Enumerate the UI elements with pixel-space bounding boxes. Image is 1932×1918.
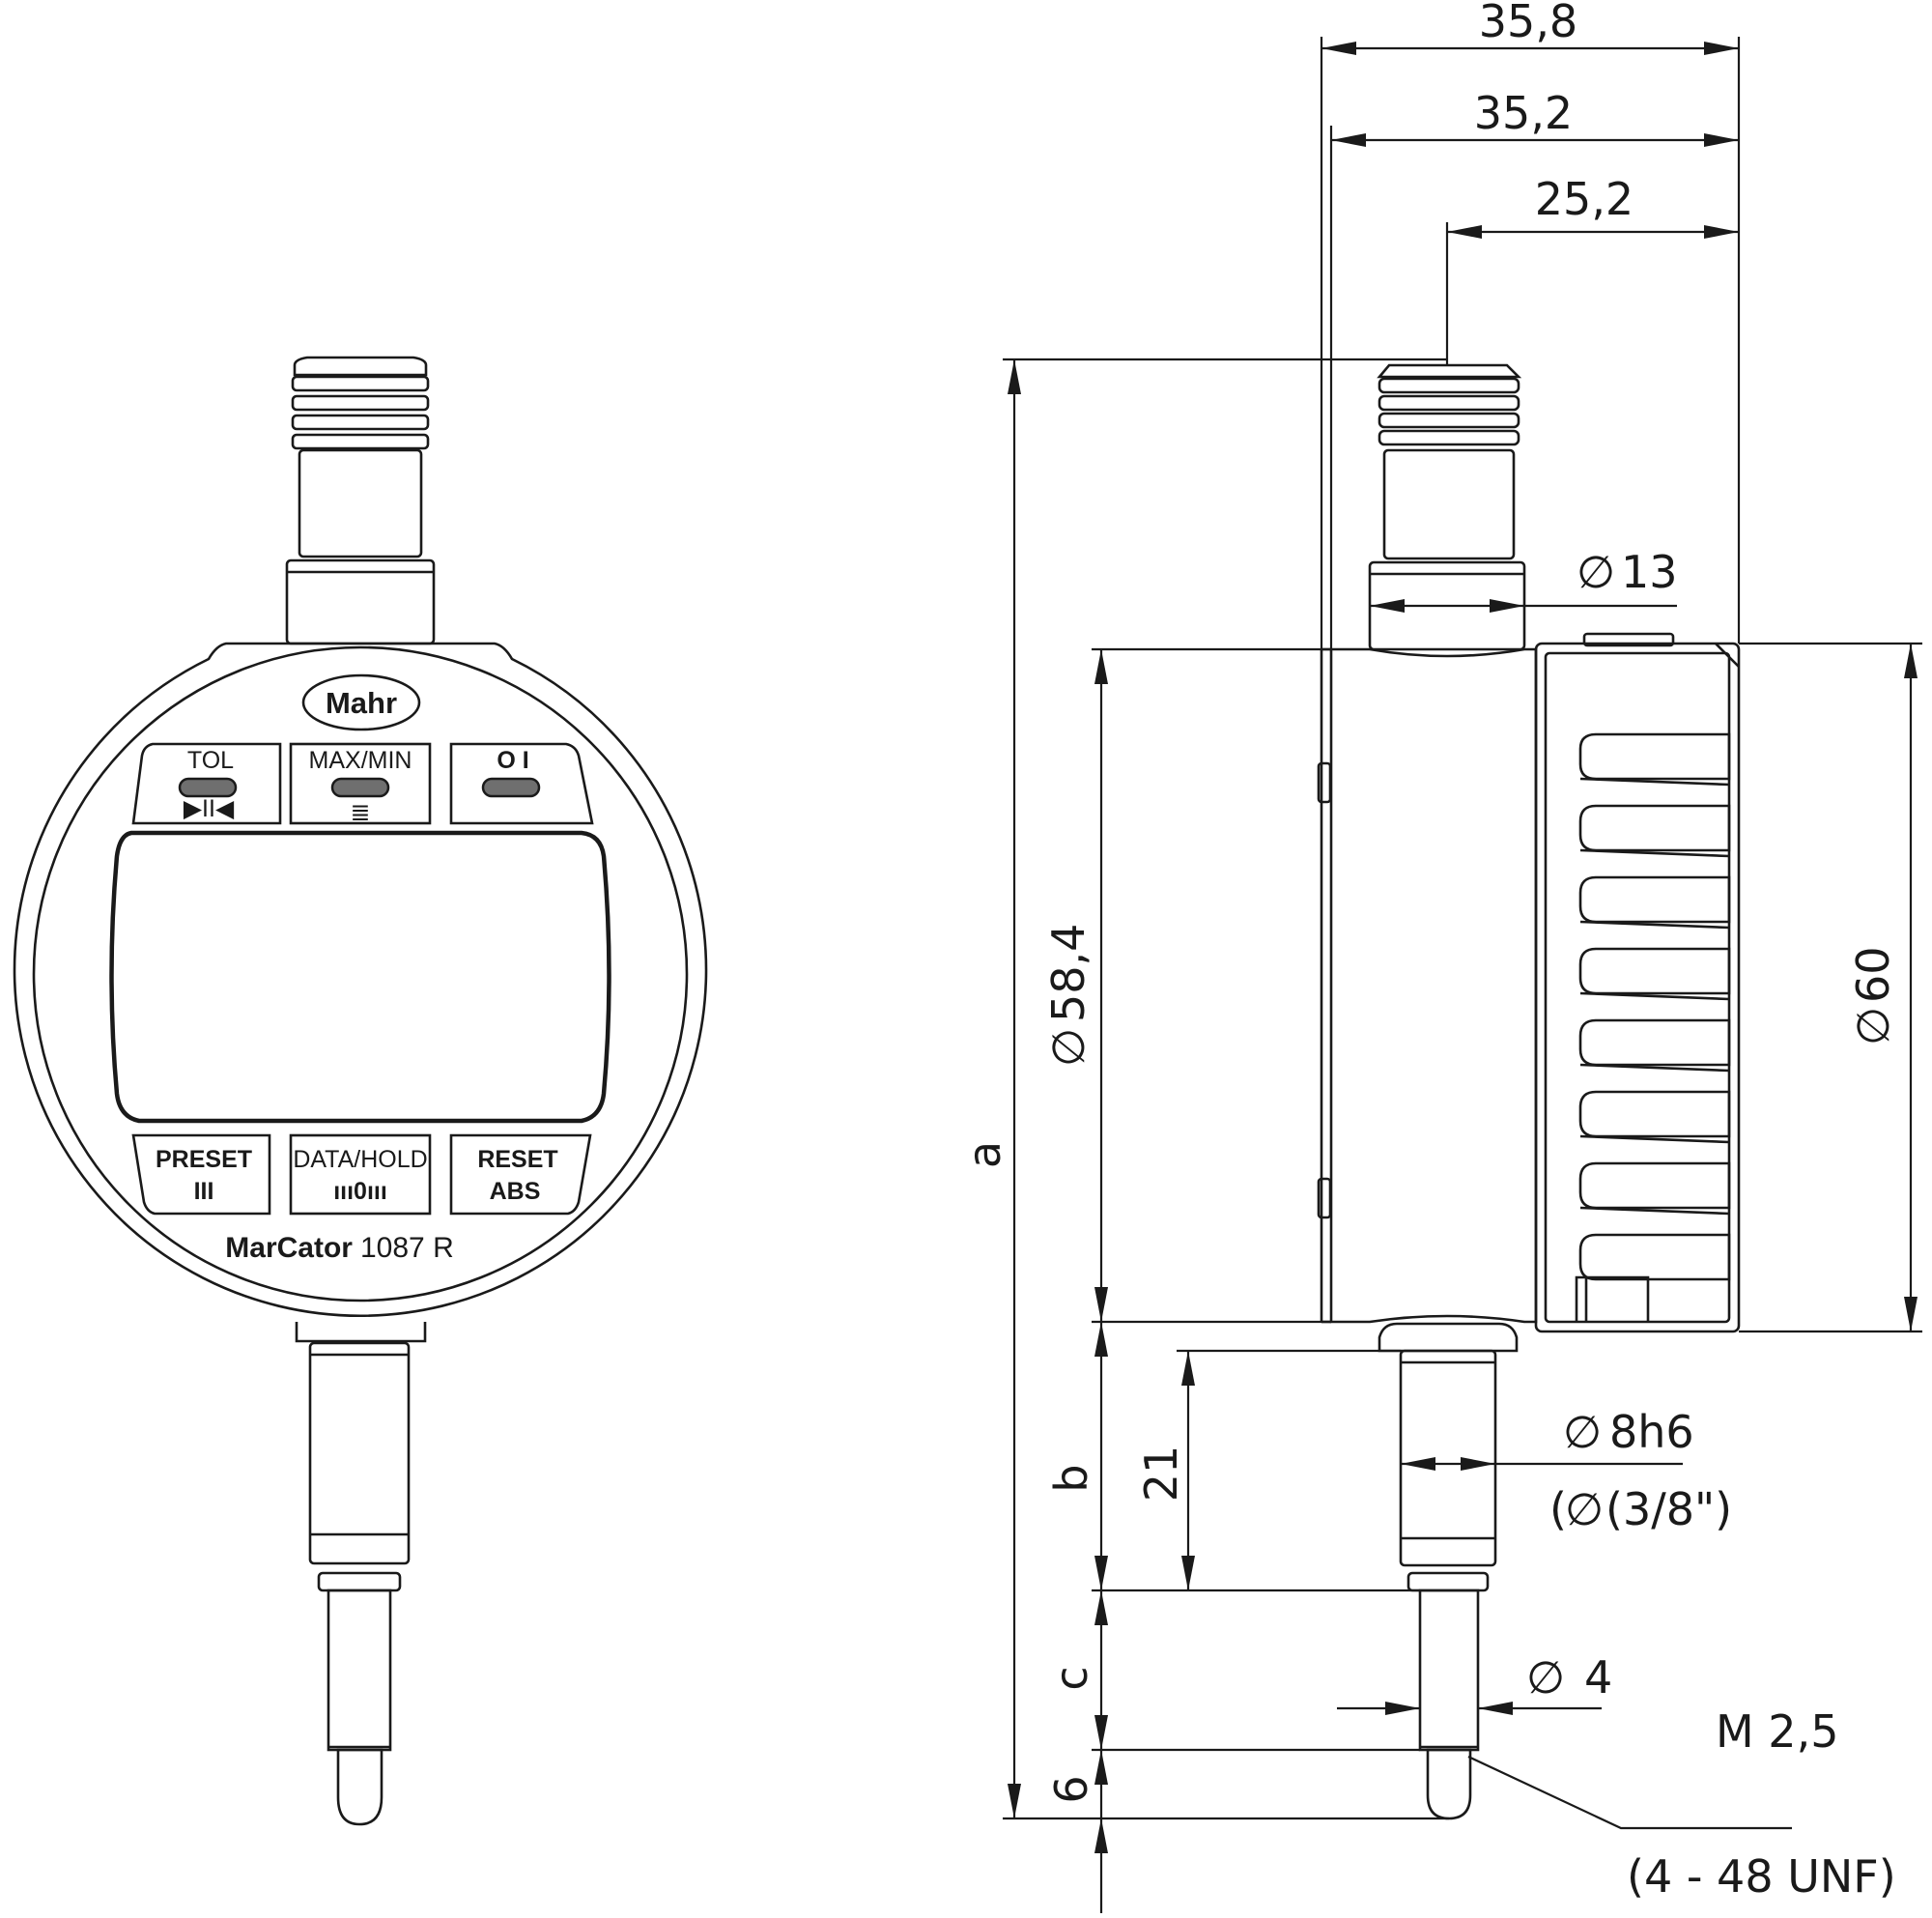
dim-tip-length: 6 <box>1045 1775 1097 1803</box>
data-hold-button-symbol: ııı0ııı <box>333 1178 387 1205</box>
dim-width-body: 35,2 <box>1474 87 1573 139</box>
dimension-labels: 35,8 35,2 25,2 ∅ 13 ∅ 58,4 ∅ 60 a b c <box>958 0 1899 1903</box>
side-view: 35,8 35,2 25,2 ∅ 13 ∅ 58,4 ∅ 60 a b c <box>958 0 1922 1913</box>
dim-height-a: a <box>958 1141 1010 1168</box>
preset-button-label: PRESET <box>156 1146 252 1173</box>
front-spindle <box>308 1341 411 1826</box>
model-number: 1087 R <box>360 1232 454 1264</box>
dim-stem-dia-symbol: ∅ <box>1577 546 1615 598</box>
display-window <box>109 830 611 1124</box>
dim-tip-dia-symbol: ∅ <box>1526 1651 1565 1703</box>
on-off-button-label: O I <box>497 747 528 774</box>
brand-logo-text: Mahr <box>326 686 397 720</box>
tol-button-symbol: ▶II◀ <box>184 795 235 822</box>
preset-button[interactable]: PRESET III <box>131 1133 271 1216</box>
on-off-led <box>481 777 541 798</box>
dimension-lines <box>1003 37 1922 1913</box>
side-knob <box>1368 363 1526 651</box>
side-body <box>1317 647 1538 1324</box>
dim-tip-diameter: 4 <box>1584 1651 1612 1703</box>
side-spindle <box>1378 1322 1519 1820</box>
dim-stem-diameter: 13 <box>1621 546 1678 598</box>
dim-spindle-paren-open: ( <box>1549 1483 1567 1535</box>
reset-button[interactable]: RESET ABS <box>449 1133 592 1216</box>
dim-width-total: 35,8 <box>1479 0 1577 47</box>
dim-spindle-dia-symbol: ∅ <box>1563 1406 1602 1458</box>
top-knob <box>285 356 436 645</box>
data-hold-button[interactable]: DATA/HOLD ııı0ııı <box>289 1133 432 1216</box>
dim-width-stem: 25,2 <box>1535 173 1634 225</box>
top-button-row: TOL ▶II◀ MAX/MIN ≣ O I <box>131 742 594 826</box>
max-min-button[interactable]: MAX/MIN ≣ <box>289 742 432 826</box>
dim-spindle-length: 21 <box>1135 1446 1187 1503</box>
tol-button-label: TOL <box>187 747 234 774</box>
dim-spindle-diameter-inch: (3/8") <box>1605 1483 1732 1535</box>
reset-button-label: RESET <box>477 1146 557 1173</box>
side-bezel <box>1534 632 1741 1333</box>
bottom-button-row: PRESET III DATA/HOLD ııı0ııı RESET ABS <box>131 1133 592 1216</box>
dim-height-b: b <box>1045 1464 1097 1492</box>
dim-spindle-inch-symbol: ∅ <box>1565 1483 1604 1535</box>
data-hold-button-label: DATA/HOLD <box>293 1146 427 1173</box>
dim-thread: M 2,5 <box>1716 1705 1838 1758</box>
on-off-button[interactable]: O I <box>449 742 594 825</box>
dim-bezel-dia-symbol: ∅ <box>1847 1007 1899 1045</box>
preset-button-symbol: III <box>194 1178 214 1205</box>
dim-body-diameter: 58,4 <box>1042 924 1094 1022</box>
dim-body-dia-symbol: ∅ <box>1042 1028 1094 1067</box>
dim-spindle-diameter: 8h6 <box>1609 1406 1694 1458</box>
tol-button[interactable]: TOL ▶II◀ <box>131 742 282 825</box>
front-view: Mahr TOL ▶II◀ MAX/MIN ≣ O I <box>13 356 708 1826</box>
max-min-button-symbol: ≣ <box>351 799 371 826</box>
max-min-button-label: MAX/MIN <box>309 747 412 774</box>
model-label: MarCator <box>225 1232 353 1264</box>
reset-button-symbol: ABS <box>490 1178 541 1205</box>
bezel-grip-ribs <box>1578 732 1731 1281</box>
brand-logo: Mahr <box>301 673 421 731</box>
dial-housing <box>13 642 708 1343</box>
dim-height-c: c <box>1045 1666 1097 1690</box>
tol-led <box>178 777 238 798</box>
dim-thread-inch: (4 - 48 UNF) <box>1627 1850 1896 1903</box>
max-min-led <box>330 777 390 798</box>
dim-bezel-diameter: 60 <box>1847 946 1899 1003</box>
